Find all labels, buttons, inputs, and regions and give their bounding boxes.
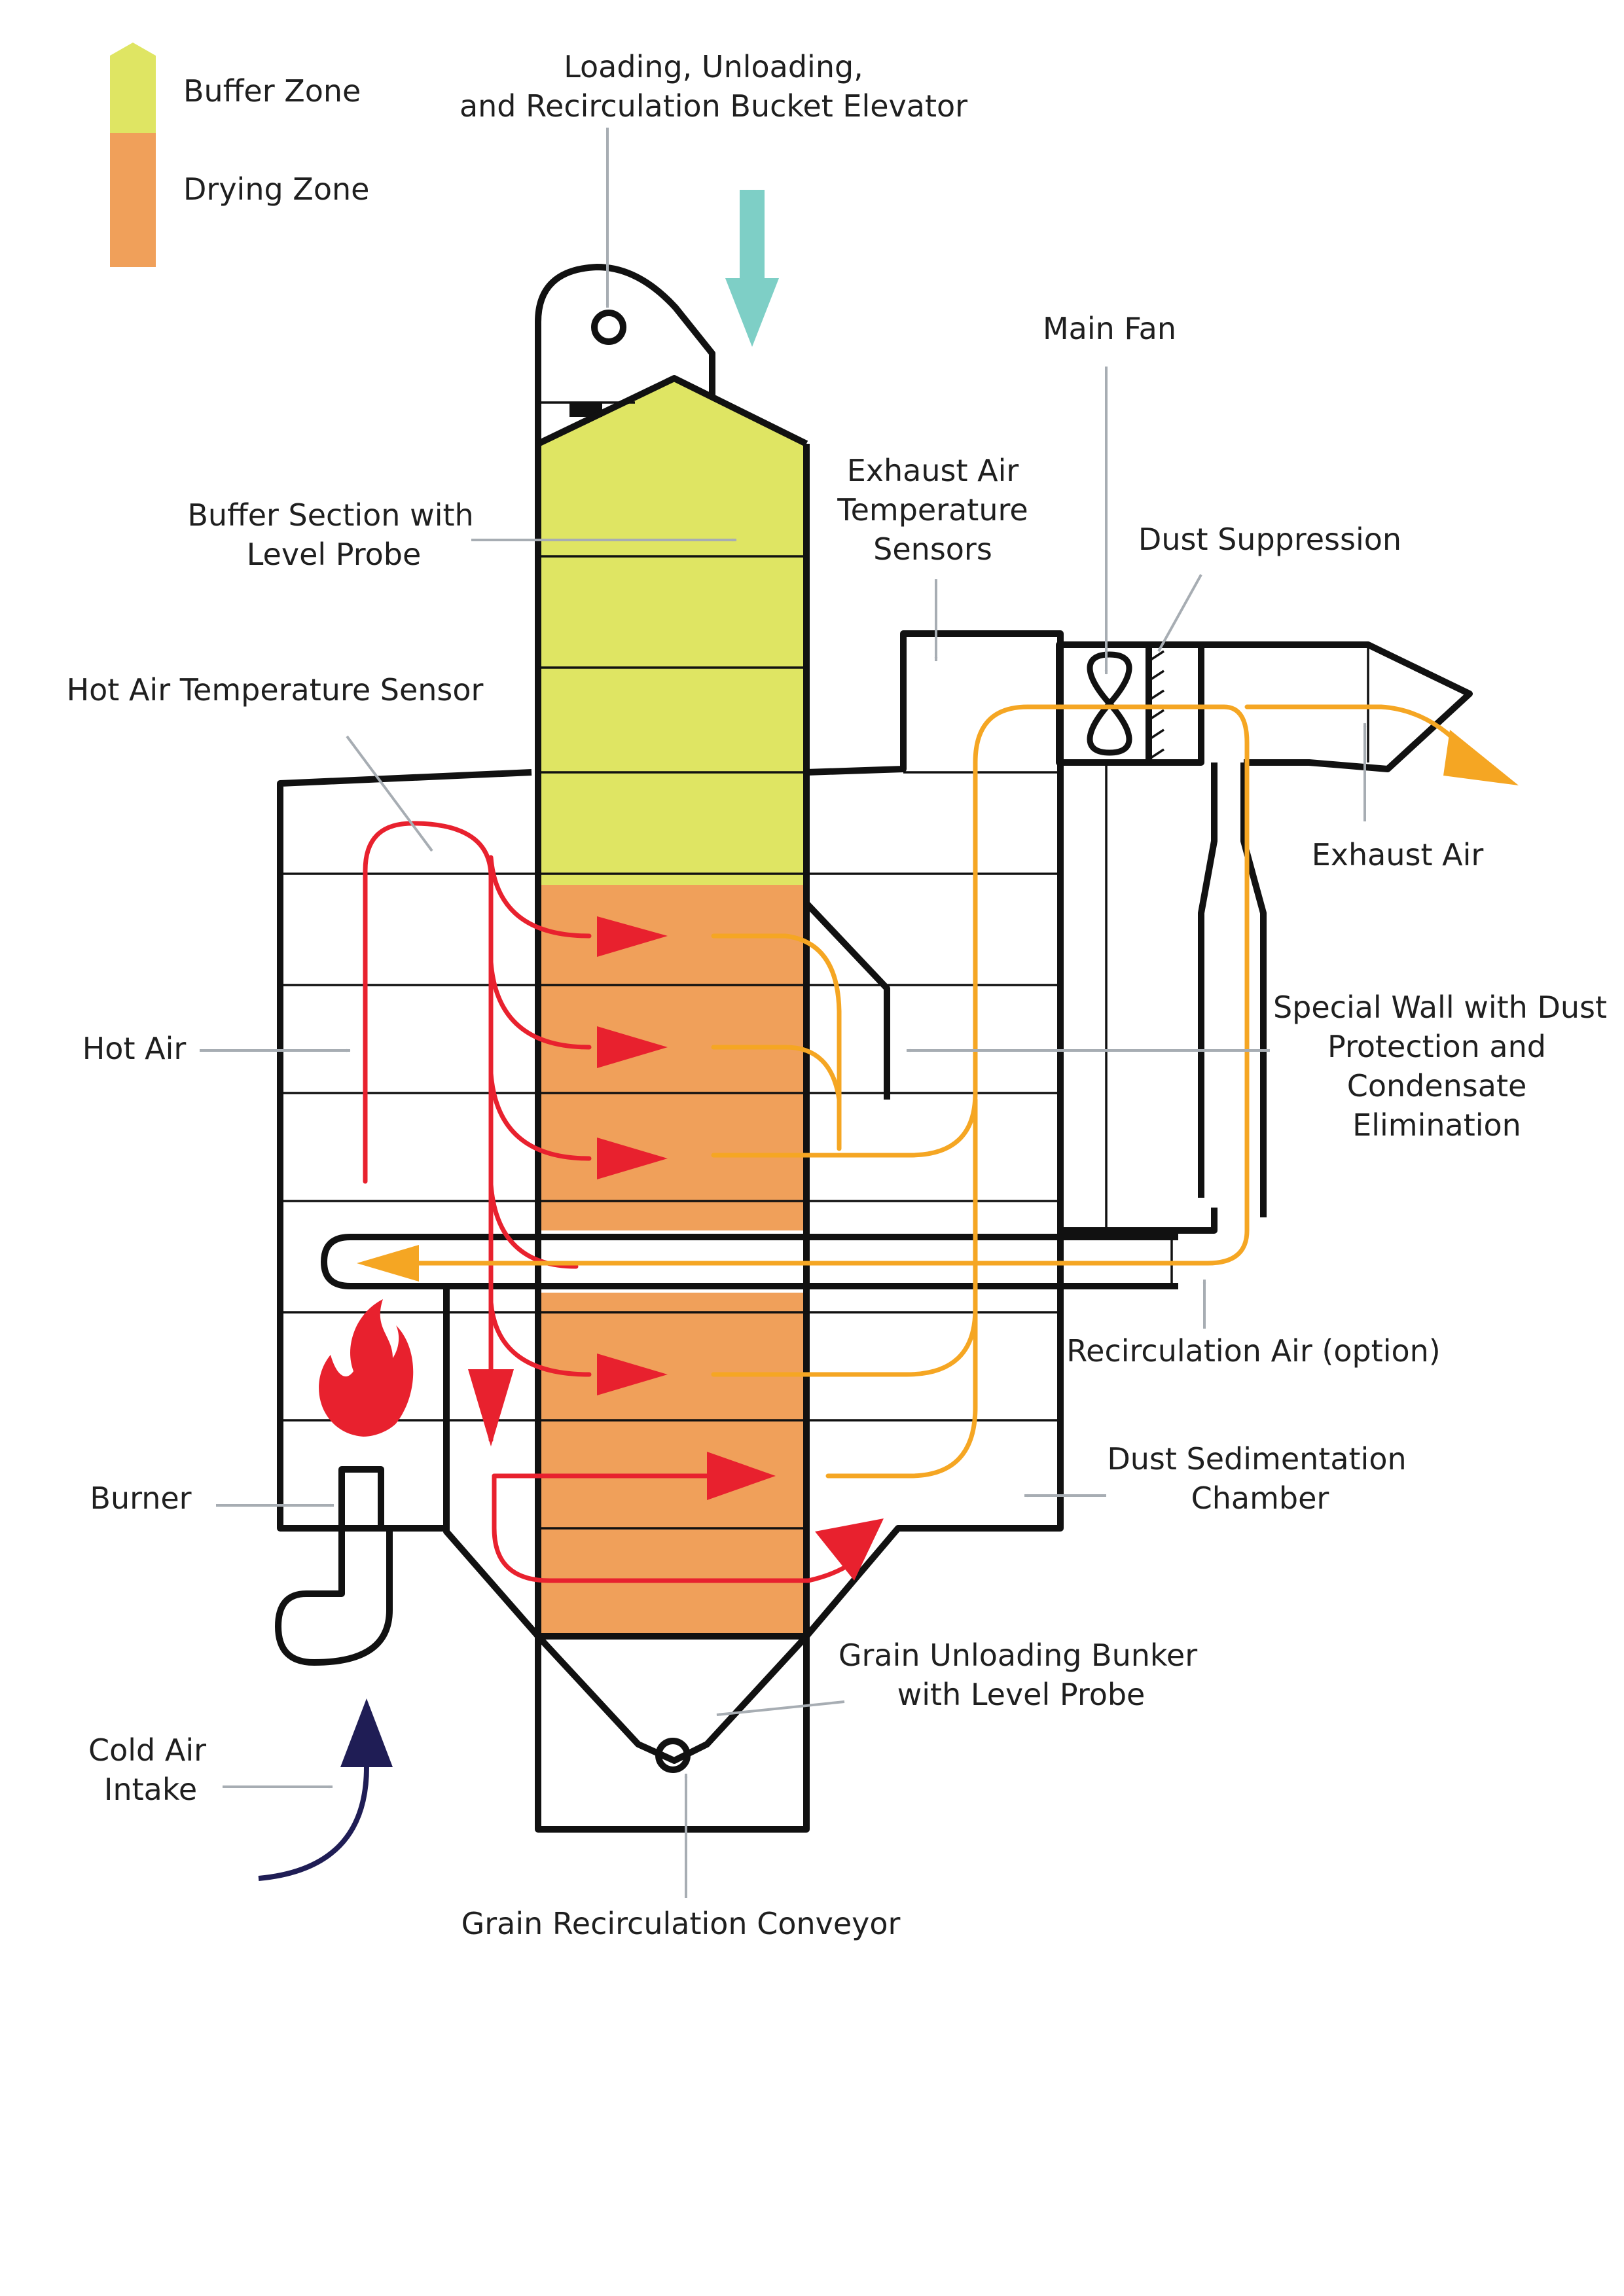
leader-lines xyxy=(200,128,1367,1898)
label-dust-chamber-1: Dust Sedimentation xyxy=(1107,1441,1406,1477)
grain-column-fill xyxy=(538,378,806,1636)
column-roof xyxy=(536,375,808,447)
label-exhaust-air: Exhaust Air xyxy=(1312,837,1484,872)
drying-zone-fill-upper xyxy=(538,885,806,1230)
label-buffer-section-2: Level Probe xyxy=(247,537,422,572)
label-cold-air-1: Cold Air xyxy=(88,1732,206,1768)
label-exhaust-sensors-1: Exhaust Air xyxy=(847,453,1019,488)
right-chamber xyxy=(804,630,1064,1639)
conveyor-pulley xyxy=(655,1738,691,1773)
hot-air-arrow-2 xyxy=(597,1026,668,1068)
label-elevator-2: and Recirculation Bucket Elevator xyxy=(460,88,967,124)
hot-air-arrow-3 xyxy=(597,1138,668,1179)
hot-air-arrow-4 xyxy=(597,1354,668,1395)
bunker-frame xyxy=(535,1633,810,1833)
bunker-funnel xyxy=(535,1634,809,1764)
label-special-wall-3: Condensate xyxy=(1347,1068,1527,1103)
grain-inflow-arrow xyxy=(725,190,779,347)
elevator-head xyxy=(535,264,715,444)
hot-air-flow xyxy=(363,821,884,1583)
buffer-zone-fill xyxy=(538,378,806,885)
label-exhaust-sensors-2: Temperature xyxy=(837,492,1028,528)
hot-air-arrow-down xyxy=(468,1369,514,1446)
label-bunker-2: with Level Probe xyxy=(897,1677,1146,1712)
hot-air-arrow-outlet xyxy=(815,1518,884,1581)
recirc-riser-outer xyxy=(1240,762,1267,1217)
recirculation-pipe xyxy=(321,1234,1178,1289)
legend-buffer-swatch xyxy=(110,43,156,133)
main-fan-icon xyxy=(1087,651,1132,756)
exhaust-outlet-arrow xyxy=(1443,730,1519,785)
label-elevator-1: Loading, Unloading, xyxy=(564,49,863,84)
fan-housing xyxy=(1056,641,1204,766)
label-bunker-1: Grain Unloading Bunker xyxy=(839,1638,1197,1673)
label-hot-air: Hot Air xyxy=(82,1031,187,1066)
elevator-pulley xyxy=(591,310,626,345)
exhaust-outlet xyxy=(1201,641,1473,772)
label-dust-suppression: Dust Suppression xyxy=(1138,522,1401,557)
cold-air-duct xyxy=(275,1528,393,1666)
label-dust-chamber-2: Chamber xyxy=(1191,1480,1329,1516)
label-buffer-section-1: Buffer Section with xyxy=(187,497,473,533)
exhaust-duct xyxy=(1057,645,1218,1234)
burner xyxy=(338,1466,384,1532)
exhaust-air-flow xyxy=(357,704,1519,1479)
flame-icon xyxy=(319,1299,414,1437)
label-exhaust-sensors-3: Sensors xyxy=(873,531,992,567)
left-plenum xyxy=(277,769,532,1532)
legend-drying-label: Drying Zone xyxy=(183,171,369,207)
dryer-structure xyxy=(275,264,1473,1833)
label-special-wall-4: Elimination xyxy=(1352,1107,1521,1143)
legend-buffer-label: Buffer Zone xyxy=(183,73,361,109)
special-wall xyxy=(804,901,890,1100)
label-main-fan: Main Fan xyxy=(1043,311,1176,346)
label-hot-air-sensor: Hot Air Temperature Sensor xyxy=(67,672,484,708)
legend-drying-swatch xyxy=(110,133,156,267)
cold-air-arrow xyxy=(258,1698,393,1881)
labels: Loading, Unloading, and Recirculation Bu… xyxy=(67,49,1607,1941)
dust-suppression-icon xyxy=(1146,648,1164,761)
recirc-riser xyxy=(1198,762,1218,1198)
label-recirculation-air: Recirculation Air (option) xyxy=(1066,1333,1440,1369)
hot-air-arrow-5 xyxy=(707,1452,776,1500)
hot-air-arrow-1 xyxy=(597,916,668,957)
label-special-wall-1: Special Wall with Dust xyxy=(1273,990,1607,1025)
label-conveyor: Grain Recirculation Conveyor xyxy=(461,1906,901,1941)
recirculation-arrow xyxy=(357,1245,419,1282)
drying-zone-fill-lower xyxy=(538,1293,806,1636)
label-cold-air-2: Intake xyxy=(104,1772,197,1807)
label-burner: Burner xyxy=(90,1480,191,1516)
label-special-wall-2: Protection and xyxy=(1327,1029,1546,1064)
left-plenum-lower xyxy=(443,1528,541,1639)
legend: Buffer Zone Drying Zone xyxy=(110,43,369,267)
